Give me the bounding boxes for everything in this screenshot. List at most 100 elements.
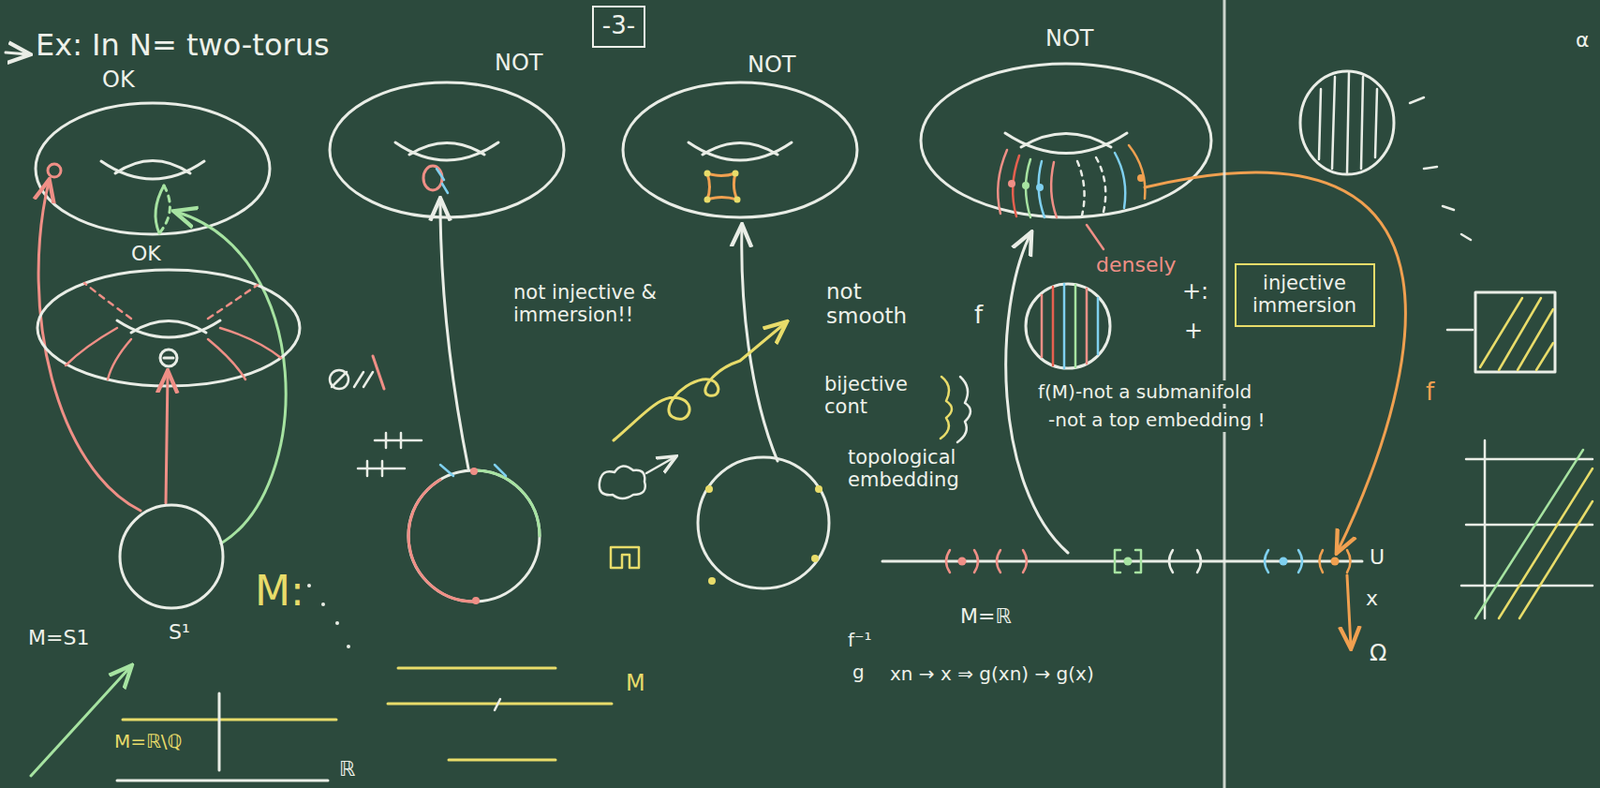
map-arrow [1144, 172, 1406, 551]
interval-marks [1197, 549, 1201, 573]
chalk-label: S¹ [168, 620, 191, 644]
square-lines [1536, 342, 1554, 371]
chalk-label: + [1184, 318, 1203, 345]
corner-preimages [814, 485, 823, 493]
torus-ok-1 [115, 161, 191, 175]
chalk-label: +: [1182, 279, 1209, 306]
torus-ok-1 [35, 103, 270, 235]
marked-point [470, 467, 478, 475]
note-text: injective immersion [1245, 271, 1363, 317]
wrap-arc [408, 479, 475, 602]
dense-winding [1051, 162, 1057, 218]
torus-ok-1 [35, 103, 270, 235]
title-arrow [5, 52, 29, 55]
scribble [329, 370, 373, 389]
sketch-lines [1461, 234, 1471, 240]
square-lines [1498, 297, 1541, 371]
boxed-note: -3- [592, 5, 646, 48]
meridian-curve [159, 185, 170, 234]
disc-lines [1051, 286, 1055, 366]
torus-not-injective [329, 82, 564, 218]
cloud-doodle [599, 465, 646, 499]
title-arrow [5, 52, 29, 55]
interval-marks [996, 549, 1001, 573]
chalk-label: M=S1 [28, 625, 89, 650]
chalk-label: f(M)-not a submanifold [1035, 380, 1255, 404]
torus-dense [920, 63, 1212, 218]
radial-curves [65, 327, 118, 366]
grid-diagonals [1498, 468, 1593, 619]
chalk-label: M=ℝ\ℚ [114, 730, 182, 753]
chalk-label: ℝ [339, 756, 356, 781]
chalk-label: OK [102, 67, 135, 94]
scribble [363, 371, 373, 387]
torus-not-injective [409, 143, 485, 156]
note-text: -3- [601, 12, 637, 41]
circle-s1 [119, 504, 223, 608]
scribble [354, 371, 364, 387]
interval-marks [1319, 549, 1324, 573]
corner-preimages [811, 554, 819, 563]
interval-marks [1347, 549, 1351, 573]
torus-ok-2 [117, 320, 221, 338]
torus-not-smooth [688, 142, 792, 161]
sketch-lines [1332, 76, 1335, 169]
marked-point [472, 596, 480, 605]
interval-marks [1135, 549, 1141, 573]
line-point [1279, 557, 1289, 566]
sketch-lines [1347, 73, 1349, 173]
chalk-label: NOT [1045, 26, 1095, 53]
disc-lines [1074, 284, 1078, 368]
meridian-curve [155, 185, 164, 234]
ladder-scribble [385, 432, 388, 448]
chalk-label: xn → x ⇒ g(xn) → g(x) [889, 663, 1095, 685]
cloud-doodle [599, 465, 646, 499]
tick [494, 698, 501, 711]
circle-domain [697, 457, 830, 589]
interval-marks [946, 549, 950, 573]
disc-lines [1063, 283, 1067, 369]
map-arrow [176, 211, 286, 544]
line-sketch [448, 758, 556, 762]
chalk-label: not injective & immersion!! [513, 281, 678, 326]
sketch-lines [1318, 73, 1471, 240]
tick-arrows [440, 464, 454, 476]
chalk-label: g [852, 661, 865, 683]
sketch-lines [1423, 166, 1438, 169]
ladder-scribble [381, 460, 385, 476]
chalk-label: f [1425, 378, 1435, 407]
chalk-label: Ω [1369, 640, 1387, 667]
chalk-label: NOT [747, 52, 797, 79]
line-sketch [398, 666, 556, 670]
map-arrow [165, 372, 168, 504]
dense-winding [1096, 157, 1106, 212]
meridian-curve [155, 185, 170, 234]
chalk-label: M=ℝ [960, 604, 1012, 628]
square-lines [1517, 309, 1554, 371]
chalk-label: bijective cont [824, 372, 935, 418]
dot-scribble [346, 644, 351, 649]
line-sketch [218, 693, 222, 771]
torus-ok-2 [131, 321, 207, 334]
corner-dots [704, 196, 712, 204]
corner-preimages [705, 485, 713, 493]
dot-scribble [307, 583, 351, 649]
loop-arrows [442, 183, 448, 193]
circle-domain [408, 470, 540, 602]
sketch-lines [1409, 97, 1424, 104]
interval-marks [1114, 549, 1121, 573]
sketch-lines [1442, 206, 1454, 210]
grid-diagonals [1519, 501, 1593, 619]
radial-curves [107, 339, 132, 380]
doodle-arrow [646, 457, 675, 474]
radial-curves [207, 339, 246, 380]
tick-arrows [440, 464, 506, 476]
dense-winding [997, 145, 1145, 218]
disc-lines [1085, 288, 1089, 364]
ladder-scribble [357, 432, 422, 476]
neighbourhood-arrow [1347, 575, 1351, 647]
torus-ok-1 [101, 161, 205, 179]
grid-sketch [1461, 440, 1593, 619]
